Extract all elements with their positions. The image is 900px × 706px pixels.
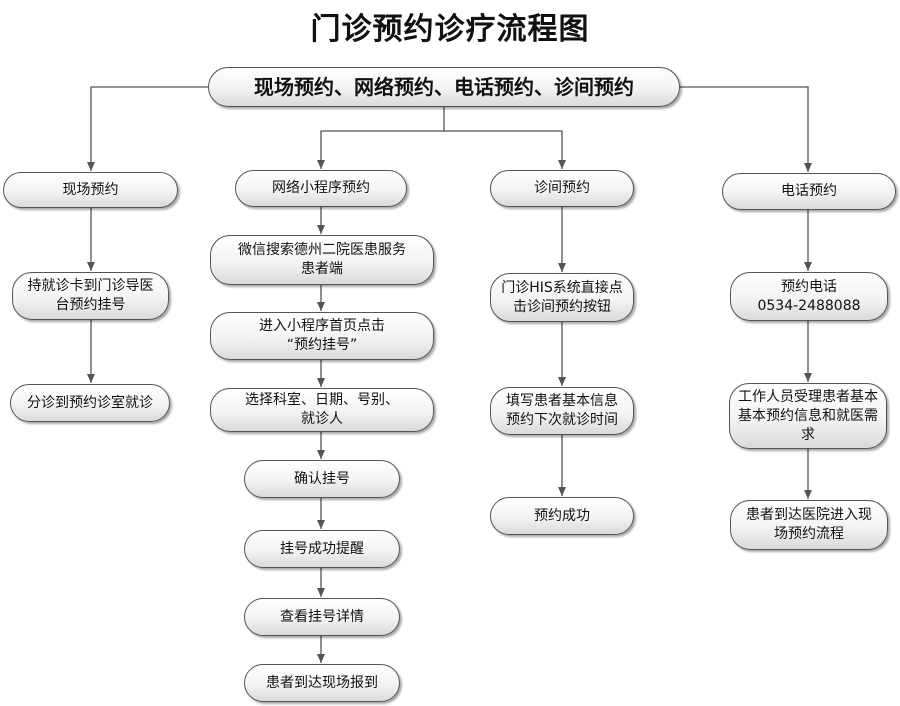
step-miniprogram-4: 确认挂号 xyxy=(244,460,400,498)
step-miniprogram-3: 选择科室、日期、号别、 就诊人 xyxy=(210,388,434,432)
branch-to-phone xyxy=(680,86,812,172)
column-head-clinic: 诊间预约 xyxy=(490,170,634,207)
column-head-miniprogram: 网络小程序预约 xyxy=(235,170,407,207)
step-miniprogram-6: 查看挂号详情 xyxy=(244,598,400,636)
branch-to-clinic xyxy=(444,130,566,169)
step-miniprogram-2: 进入小程序首页点击 “预约挂号” xyxy=(210,312,434,360)
column-head-onsite: 现场预约 xyxy=(3,172,178,208)
step-clinic-1: 门诊HIS系统直接点 击诊间预约按钮 xyxy=(490,273,634,322)
column-head-phone: 电话预约 xyxy=(722,173,896,210)
root-node-appointment-methods: 现场预约、网络预约、电话预约、诊间预约 xyxy=(208,67,680,107)
step-miniprogram-7: 患者到达现场报到 xyxy=(244,664,400,702)
step-miniprogram-1: 微信搜索德州二院医患服务 患者端 xyxy=(210,235,434,285)
step-clinic-3: 预约成功 xyxy=(490,497,634,535)
step-clinic-2: 填写患者基本信息 预约下次就诊时间 xyxy=(490,387,634,435)
branch-to-onsite xyxy=(87,86,208,171)
step-phone-3: 患者到达医院进入现 场预约流程 xyxy=(730,500,888,550)
diagram-title: 门诊预约诊疗流程图 xyxy=(310,12,590,47)
step-onsite-2: 分诊到预约诊室就诊 xyxy=(10,384,170,422)
step-onsite-1: 持就诊卡到门诊导医 台预约挂号 xyxy=(12,272,169,320)
step-phone-2: 工作人员受理患者基本 基本预约信息和就医需 求 xyxy=(729,383,887,449)
step-miniprogram-5: 挂号成功提醒 xyxy=(244,530,400,568)
branch-to-miniprogram xyxy=(317,107,445,169)
step-phone-1: 预约电话 0534-2488088 xyxy=(730,272,888,321)
